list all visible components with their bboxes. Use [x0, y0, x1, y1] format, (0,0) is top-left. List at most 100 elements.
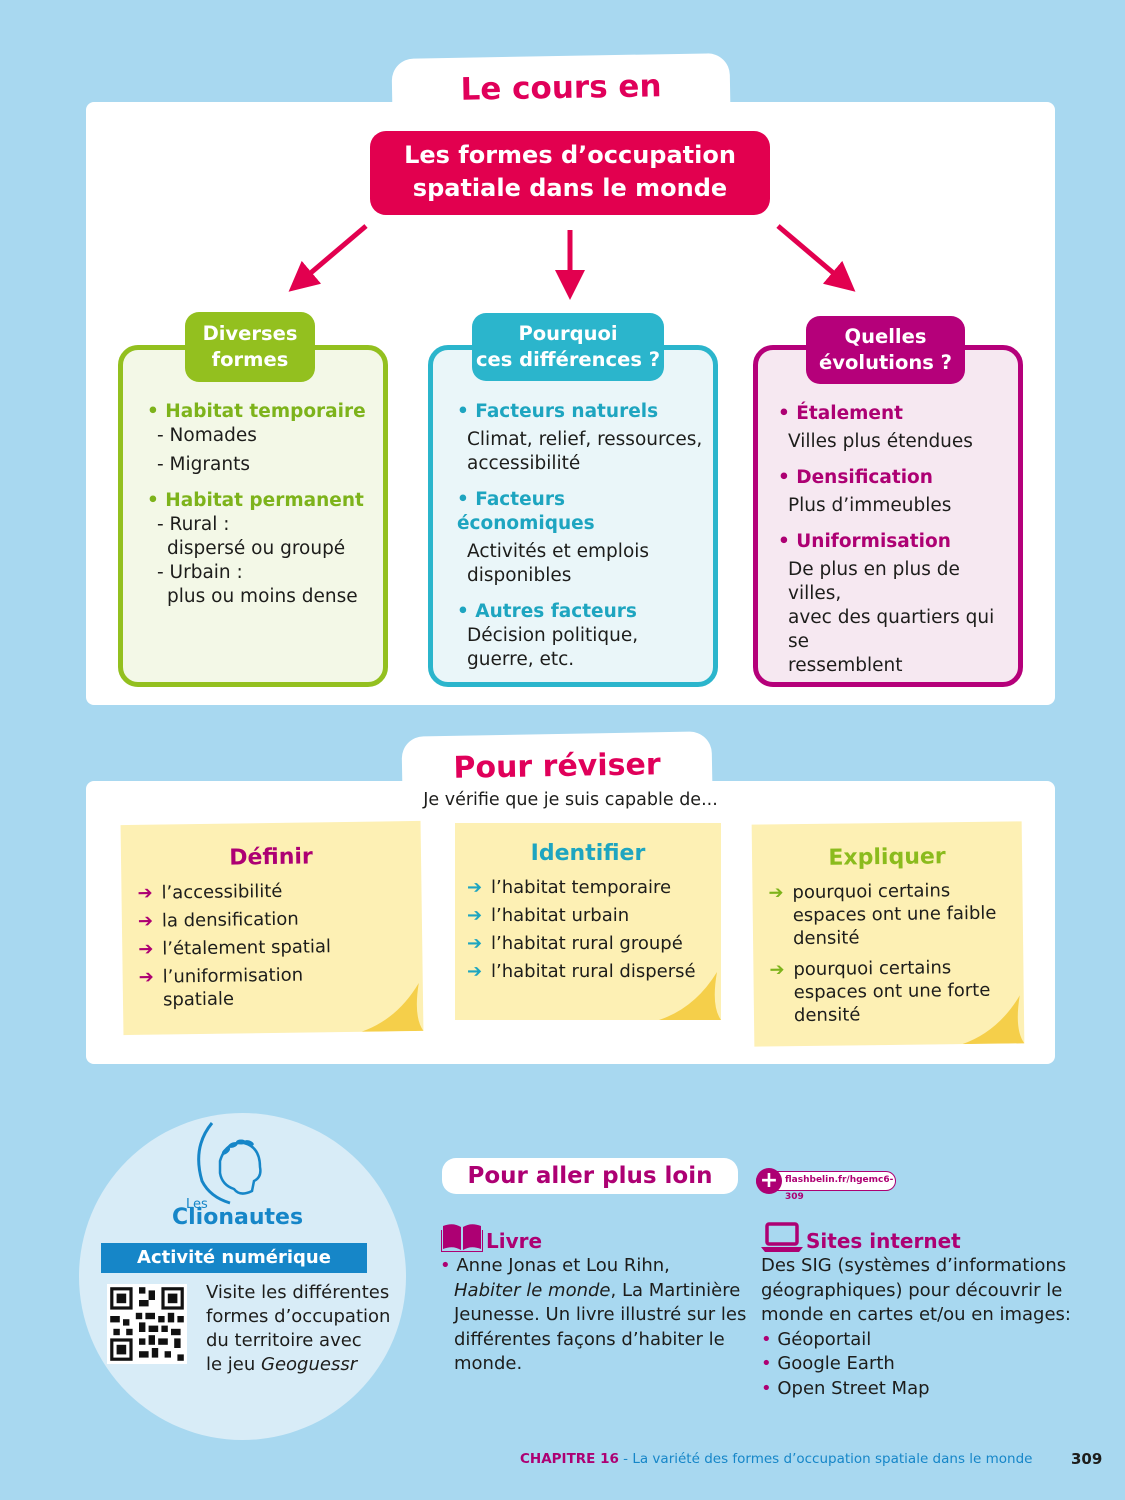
activity-line-3: du territoire avec — [206, 1330, 362, 1351]
forms-heading-line-2: formes — [211, 348, 289, 371]
activity-line-2: formes d’occupation — [206, 1306, 391, 1327]
laptop-icon — [761, 1222, 803, 1252]
reasons-heading: Pourquoi ces différences ? — [472, 313, 664, 381]
page-curl-icon — [361, 982, 424, 1032]
item-urban-detail: plus ou moins dense — [167, 586, 358, 607]
web-line-2: géographiques) pour découvrir le — [761, 1279, 1063, 1301]
arrow-right-icon: ➔ — [137, 910, 154, 932]
bullet-uniformisation: • Uniformisation — [778, 531, 951, 552]
item-migrants: - Migrants — [157, 454, 250, 475]
site-item: • Géoportail — [761, 1328, 872, 1350]
chapter-number: CHAPITRE 16 — [520, 1451, 619, 1467]
revision-title: Pour réviser — [401, 731, 713, 799]
websites-description: Des SIG (systèmes d’informations géograp… — [761, 1254, 1071, 1401]
reasons-heading-line-1: Pourquoi — [518, 322, 618, 345]
evolutions-heading-line-2: évolutions ? — [819, 351, 952, 374]
list-item: ➔l’habitat temporaire — [467, 877, 672, 898]
book-line-2: Habiter le monde, La Martinière — [454, 1279, 741, 1301]
uniformisation-line-1: De plus en plus de villes, — [788, 559, 960, 604]
book-line-4: différentes façons d’habiter le — [454, 1328, 725, 1350]
arrow-right-icon: ➔ — [137, 882, 153, 904]
bullet-sprawl: • Étalement — [778, 403, 903, 424]
bullet-temporary-habitat: • Habitat temporaire — [147, 401, 366, 422]
book-line-3: Jeunesse. Un livre illustré sur les — [454, 1304, 747, 1325]
note-identify: Identifier ➔l’habitat temporaire ➔l’habi… — [455, 823, 721, 1020]
evolutions-heading-line-1: Quelles — [844, 325, 927, 348]
flashbelin-link[interactable]: flashbelin.fr/hgemc6-309 — [756, 1171, 896, 1202]
note-explain: Expliquer ➔pourquoi certains espaces ont… — [751, 821, 1025, 1047]
note-define-title: Définir — [229, 844, 313, 871]
digital-activity-label: Activité numérique — [101, 1243, 367, 1273]
websites-heading: Sites internet — [806, 1229, 961, 1253]
page-curl-icon — [962, 995, 1025, 1045]
chapter-title: - La variété des formes d’occupation spa… — [618, 1451, 1033, 1467]
evolutions-heading: Quelles évolutions ? — [806, 316, 965, 384]
list-item: ➔l’étalement spatial — [138, 936, 332, 960]
arrow-right-icon: ➔ — [138, 966, 154, 988]
note-define: Définir ➔l’accessibilité ➔la densificati… — [120, 820, 424, 1036]
natural-factors-line-1: Climat, relief, ressources, — [467, 429, 703, 450]
web-line-1: Des SIG (systèmes d’informations — [761, 1255, 1067, 1276]
web-line-3: monde en cartes et/ou en images: — [761, 1304, 1071, 1325]
clionautes-circle — [79, 1113, 406, 1440]
other-factors-line-1: Décision politique, — [467, 625, 639, 646]
forms-heading-line-1: Diverses — [202, 322, 298, 345]
list-item: ➔l’habitat urbain — [467, 905, 630, 926]
qr-code-icon[interactable] — [107, 1284, 187, 1364]
book-heading: Livre — [486, 1229, 543, 1253]
main-topic-line-1: Les formes d’occupation — [404, 141, 736, 169]
arrow-right-icon: ➔ — [467, 877, 483, 898]
list-item: ➔l’accessibilité — [137, 880, 283, 904]
list-item: ➔l’habitat rural groupé — [467, 933, 683, 954]
other-factors-line-2: guerre, etc. — [467, 649, 575, 670]
reasons-column: • Facteurs naturels Climat, relief, ress… — [428, 345, 718, 687]
densification-detail: Plus d’immeubles — [788, 495, 952, 516]
arrow-right-icon: ➔ — [467, 905, 483, 926]
clionautes-name: Clionautes — [172, 1205, 304, 1230]
arrow-right-icon: ➔ — [768, 882, 784, 904]
bullet-permanent-habitat: • Habitat permanent — [147, 490, 364, 511]
game-name: Geoguessr — [261, 1354, 358, 1375]
clionautes-logo-icon — [197, 1122, 262, 1205]
activity-description: Visite les différentes formes d’occupati… — [206, 1281, 390, 1377]
arrow-right-icon: ➔ — [467, 933, 483, 954]
main-topic-box: Les formes d’occupation spatiale dans le… — [370, 131, 770, 215]
revision-subtitle: Je vérifie que je suis capable de... — [423, 790, 718, 810]
arrow-left — [288, 224, 368, 292]
bullet-economic-factors: • Facteurs économiques — [457, 489, 595, 534]
book-icon — [441, 1224, 483, 1252]
item-nomads: - Nomades — [157, 425, 257, 446]
arrow-right — [776, 224, 856, 292]
list-item: ➔pourquoi certains espaces ont une faibl… — [768, 880, 997, 950]
chapter-footer: CHAPITRE 16 - La variété des formes d’oc… — [520, 1451, 1032, 1467]
evolutions-column: • Étalement Villes plus étendues • Densi… — [753, 345, 1023, 687]
book-line-1: • Anne Jonas et Lou Rihn, — [440, 1255, 670, 1276]
forms-column: • Habitat temporaire - Nomades - Migrant… — [118, 345, 388, 687]
uniformisation-line-2: avec des quartiers qui se — [788, 607, 995, 652]
clionautes-les: Les — [186, 1197, 208, 1212]
sprawl-detail: Villes plus étendues — [788, 431, 973, 452]
natural-factors-line-2: accessibilité — [467, 453, 581, 474]
arrow-right-icon: ➔ — [769, 959, 785, 981]
arrow-right-icon: ➔ — [467, 961, 483, 982]
item-rural-detail: dispersé ou groupé — [167, 538, 346, 559]
economic-factors-line-2: disponibles — [467, 565, 572, 586]
list-item: ➔la densification — [137, 908, 299, 932]
uniformisation-line-3: ressemblent — [788, 655, 903, 676]
item-rural: - Rural : — [157, 514, 230, 535]
economic-factors-line-1: Activités et emplois — [467, 541, 650, 562]
note-identify-title: Identifier — [530, 841, 646, 866]
book-description: • Anne Jonas et Lou Rihn, Habiter le mon… — [440, 1254, 750, 1377]
book-line-5: monde. — [454, 1353, 523, 1374]
bullet-densification: • Densification — [778, 467, 933, 488]
reasons-heading-line-2: ces différences ? — [475, 348, 661, 371]
schema-arrows — [288, 224, 856, 300]
site-item: • Google Earth — [761, 1353, 895, 1374]
plus-icon[interactable]: + — [756, 1168, 782, 1194]
bullet-natural-factors: • Facteurs naturels — [457, 401, 659, 422]
activity-line-1: Visite les différentes — [206, 1282, 390, 1303]
bullet-other-factors: • Autres facteurs — [457, 601, 637, 622]
site-item: • Open Street Map — [761, 1377, 930, 1399]
page-curl-icon — [659, 972, 721, 1020]
main-topic-line-2: spatiale dans le monde — [412, 174, 728, 202]
